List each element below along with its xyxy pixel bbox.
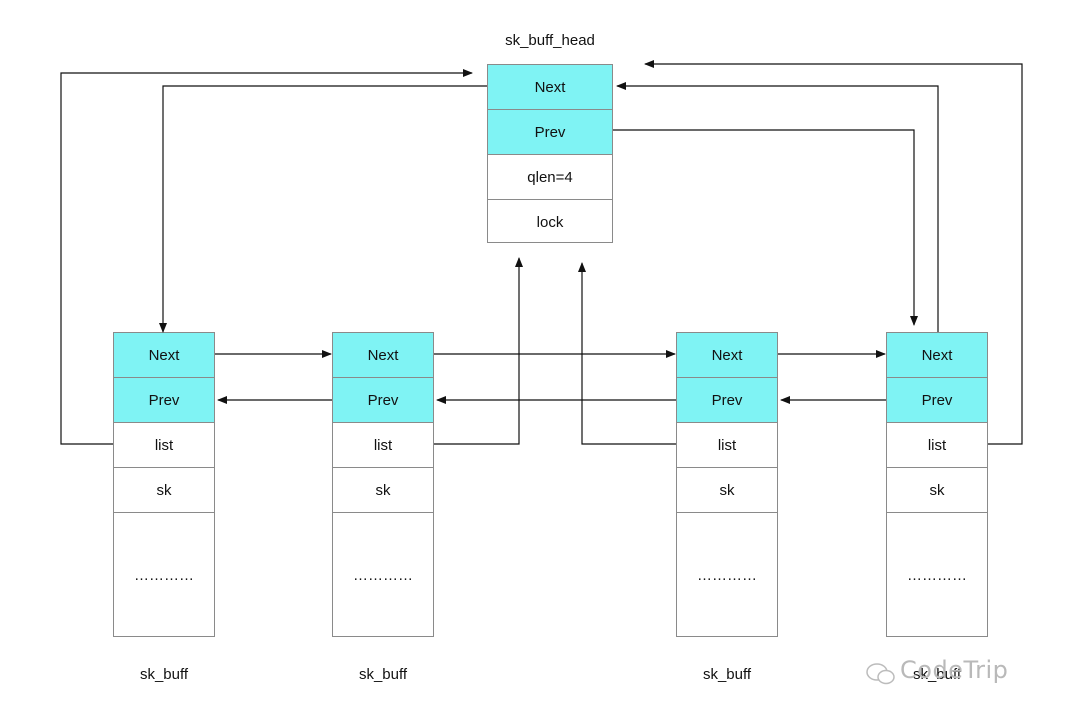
sk-buff-4-list-field: list: [887, 423, 987, 468]
sk-buff-3-sk-field: sk: [677, 468, 777, 513]
sk-buff-2-label: sk_buff: [358, 666, 408, 683]
sk-buff-2-prev-field: Prev: [333, 378, 433, 423]
sk-buff-2-list-field: list: [333, 423, 433, 468]
sk-buff-2-box: Next Prev list sk …………: [332, 332, 434, 637]
sk-buff-1-list-field: list: [114, 423, 214, 468]
head-next-field: Next: [488, 65, 612, 110]
sk-buff-4-prev-field: Prev: [887, 378, 987, 423]
sk-buff-3-label: sk_buff: [702, 666, 752, 683]
sk-buff-2-list-arrow: [434, 257, 523, 445]
sk-buff-1-prev-field: Prev: [114, 378, 214, 423]
sk-buff-head-title: sk_buff_head: [505, 32, 595, 49]
sk-buff-4-list-arrow: [644, 60, 1023, 445]
sk-buff-3-list-field: list: [677, 423, 777, 468]
sk-buff-head-box: Next Prev qlen=4 lock: [487, 64, 613, 243]
sk-buff-1-list-arrow: [60, 69, 473, 445]
sk-buff-4-ellipsis-field: …………: [907, 567, 967, 584]
head-prev-field: Prev: [488, 110, 612, 155]
sk-buff-4-next-field: Next: [887, 333, 987, 378]
watermark-text: CodeTrip: [900, 656, 1009, 684]
head-qlen-field: qlen=4: [488, 155, 612, 200]
sk-buff-1-ellipsis-field: …………: [134, 567, 194, 584]
sk-buff-3-prev-field: Prev: [677, 378, 777, 423]
sk-buff-1-next-field: Next: [114, 333, 214, 378]
sk-buff-4-next-arrow: [616, 82, 939, 332]
sk-buff-4-sk-field: sk: [887, 468, 987, 513]
sk-buff-3-box: Next Prev list sk …………: [676, 332, 778, 637]
head-next-arrow: [159, 85, 487, 333]
sk-buff-4-label: sk_buff: [912, 666, 962, 683]
sk-buff-3-ellipsis-field: …………: [697, 567, 757, 584]
sk-buff-3-next-field: Next: [677, 333, 777, 378]
sk-buff-4-box: Next Prev list sk …………: [886, 332, 988, 637]
head-lock-field: lock: [536, 213, 564, 231]
sk-buff-2-ellipsis-field: …………: [353, 567, 413, 584]
sk-buff-2-sk-field: sk: [333, 468, 433, 513]
sk-buff-1-sk-field: sk: [114, 468, 214, 513]
sk-buff-3-list-arrow: [578, 262, 676, 445]
head-prev-arrow: [613, 129, 918, 326]
sk-buff-1-label: sk_buff: [139, 666, 189, 683]
sk-buff-2-next-field: Next: [333, 333, 433, 378]
wechat-icon: [866, 663, 895, 685]
